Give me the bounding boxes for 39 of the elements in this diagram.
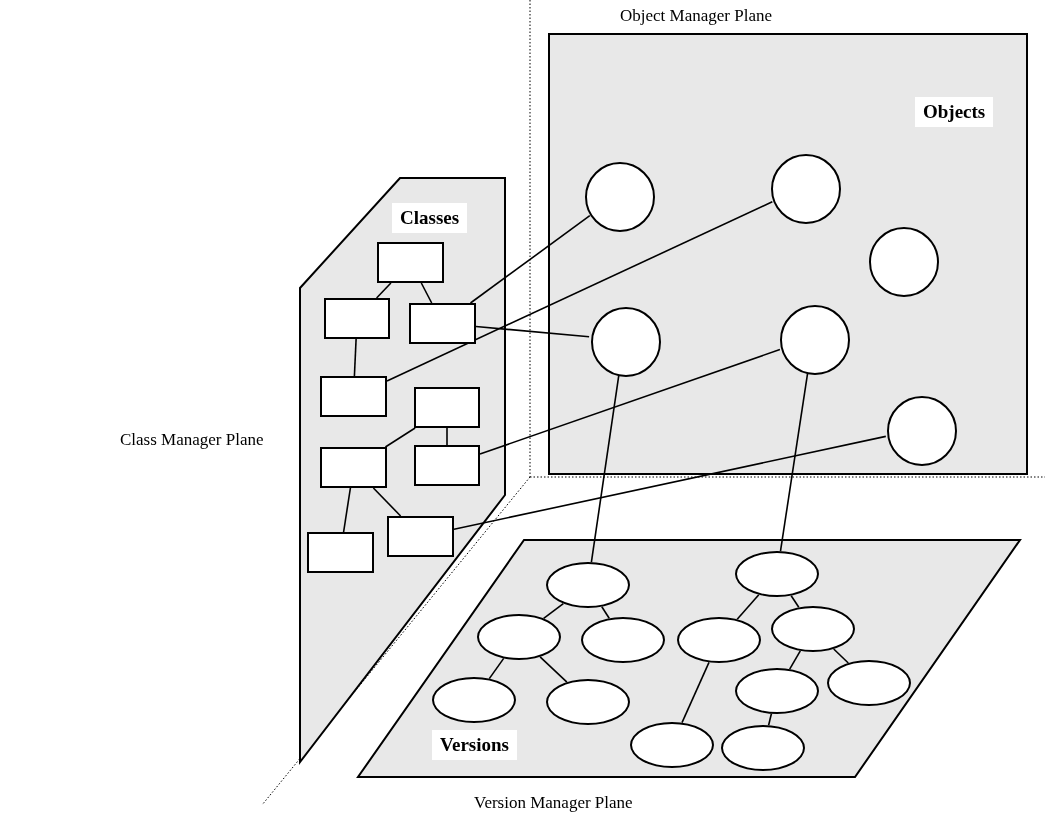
plane-caption: Class Manager Plane	[120, 430, 264, 450]
connector-line	[601, 605, 610, 620]
plane-caption: Object Manager Plane	[620, 6, 772, 26]
connector-line	[375, 282, 392, 299]
connector-line	[788, 650, 802, 670]
rectangle-node	[307, 532, 374, 573]
rectangle-node	[414, 445, 480, 486]
plane-title: Classes	[392, 203, 468, 233]
rectangle-node	[320, 447, 387, 488]
plane-caption: Version Manager Plane	[474, 793, 633, 813]
connector-line	[469, 214, 591, 304]
plane-panel	[548, 33, 1028, 475]
connector-line	[539, 656, 568, 683]
rectangle-node	[409, 303, 476, 344]
rectangle-node	[324, 298, 390, 339]
rectangle-node	[387, 516, 454, 557]
rectangle-node	[320, 376, 387, 417]
connector-line	[453, 435, 887, 531]
connector-line	[736, 593, 760, 621]
connector-line	[767, 713, 773, 726]
connector-line	[386, 201, 774, 382]
connector-line	[372, 487, 402, 517]
connector-line	[475, 325, 590, 338]
connector-line	[446, 427, 448, 446]
rectangle-node	[414, 387, 480, 428]
rectangle-node	[377, 242, 444, 283]
connector-line	[342, 487, 352, 533]
plane-title: Objects	[915, 97, 994, 127]
connector-line	[488, 657, 505, 680]
connector-line	[353, 338, 357, 377]
connector-line	[479, 348, 781, 455]
plane-panel	[358, 540, 1020, 777]
connector-line	[832, 648, 850, 664]
connector-line	[542, 602, 565, 620]
connector-line	[681, 661, 710, 724]
connector-line	[420, 282, 433, 304]
connector-line	[384, 427, 416, 448]
plane-title: Versions	[432, 730, 517, 760]
connector-line	[790, 594, 800, 609]
